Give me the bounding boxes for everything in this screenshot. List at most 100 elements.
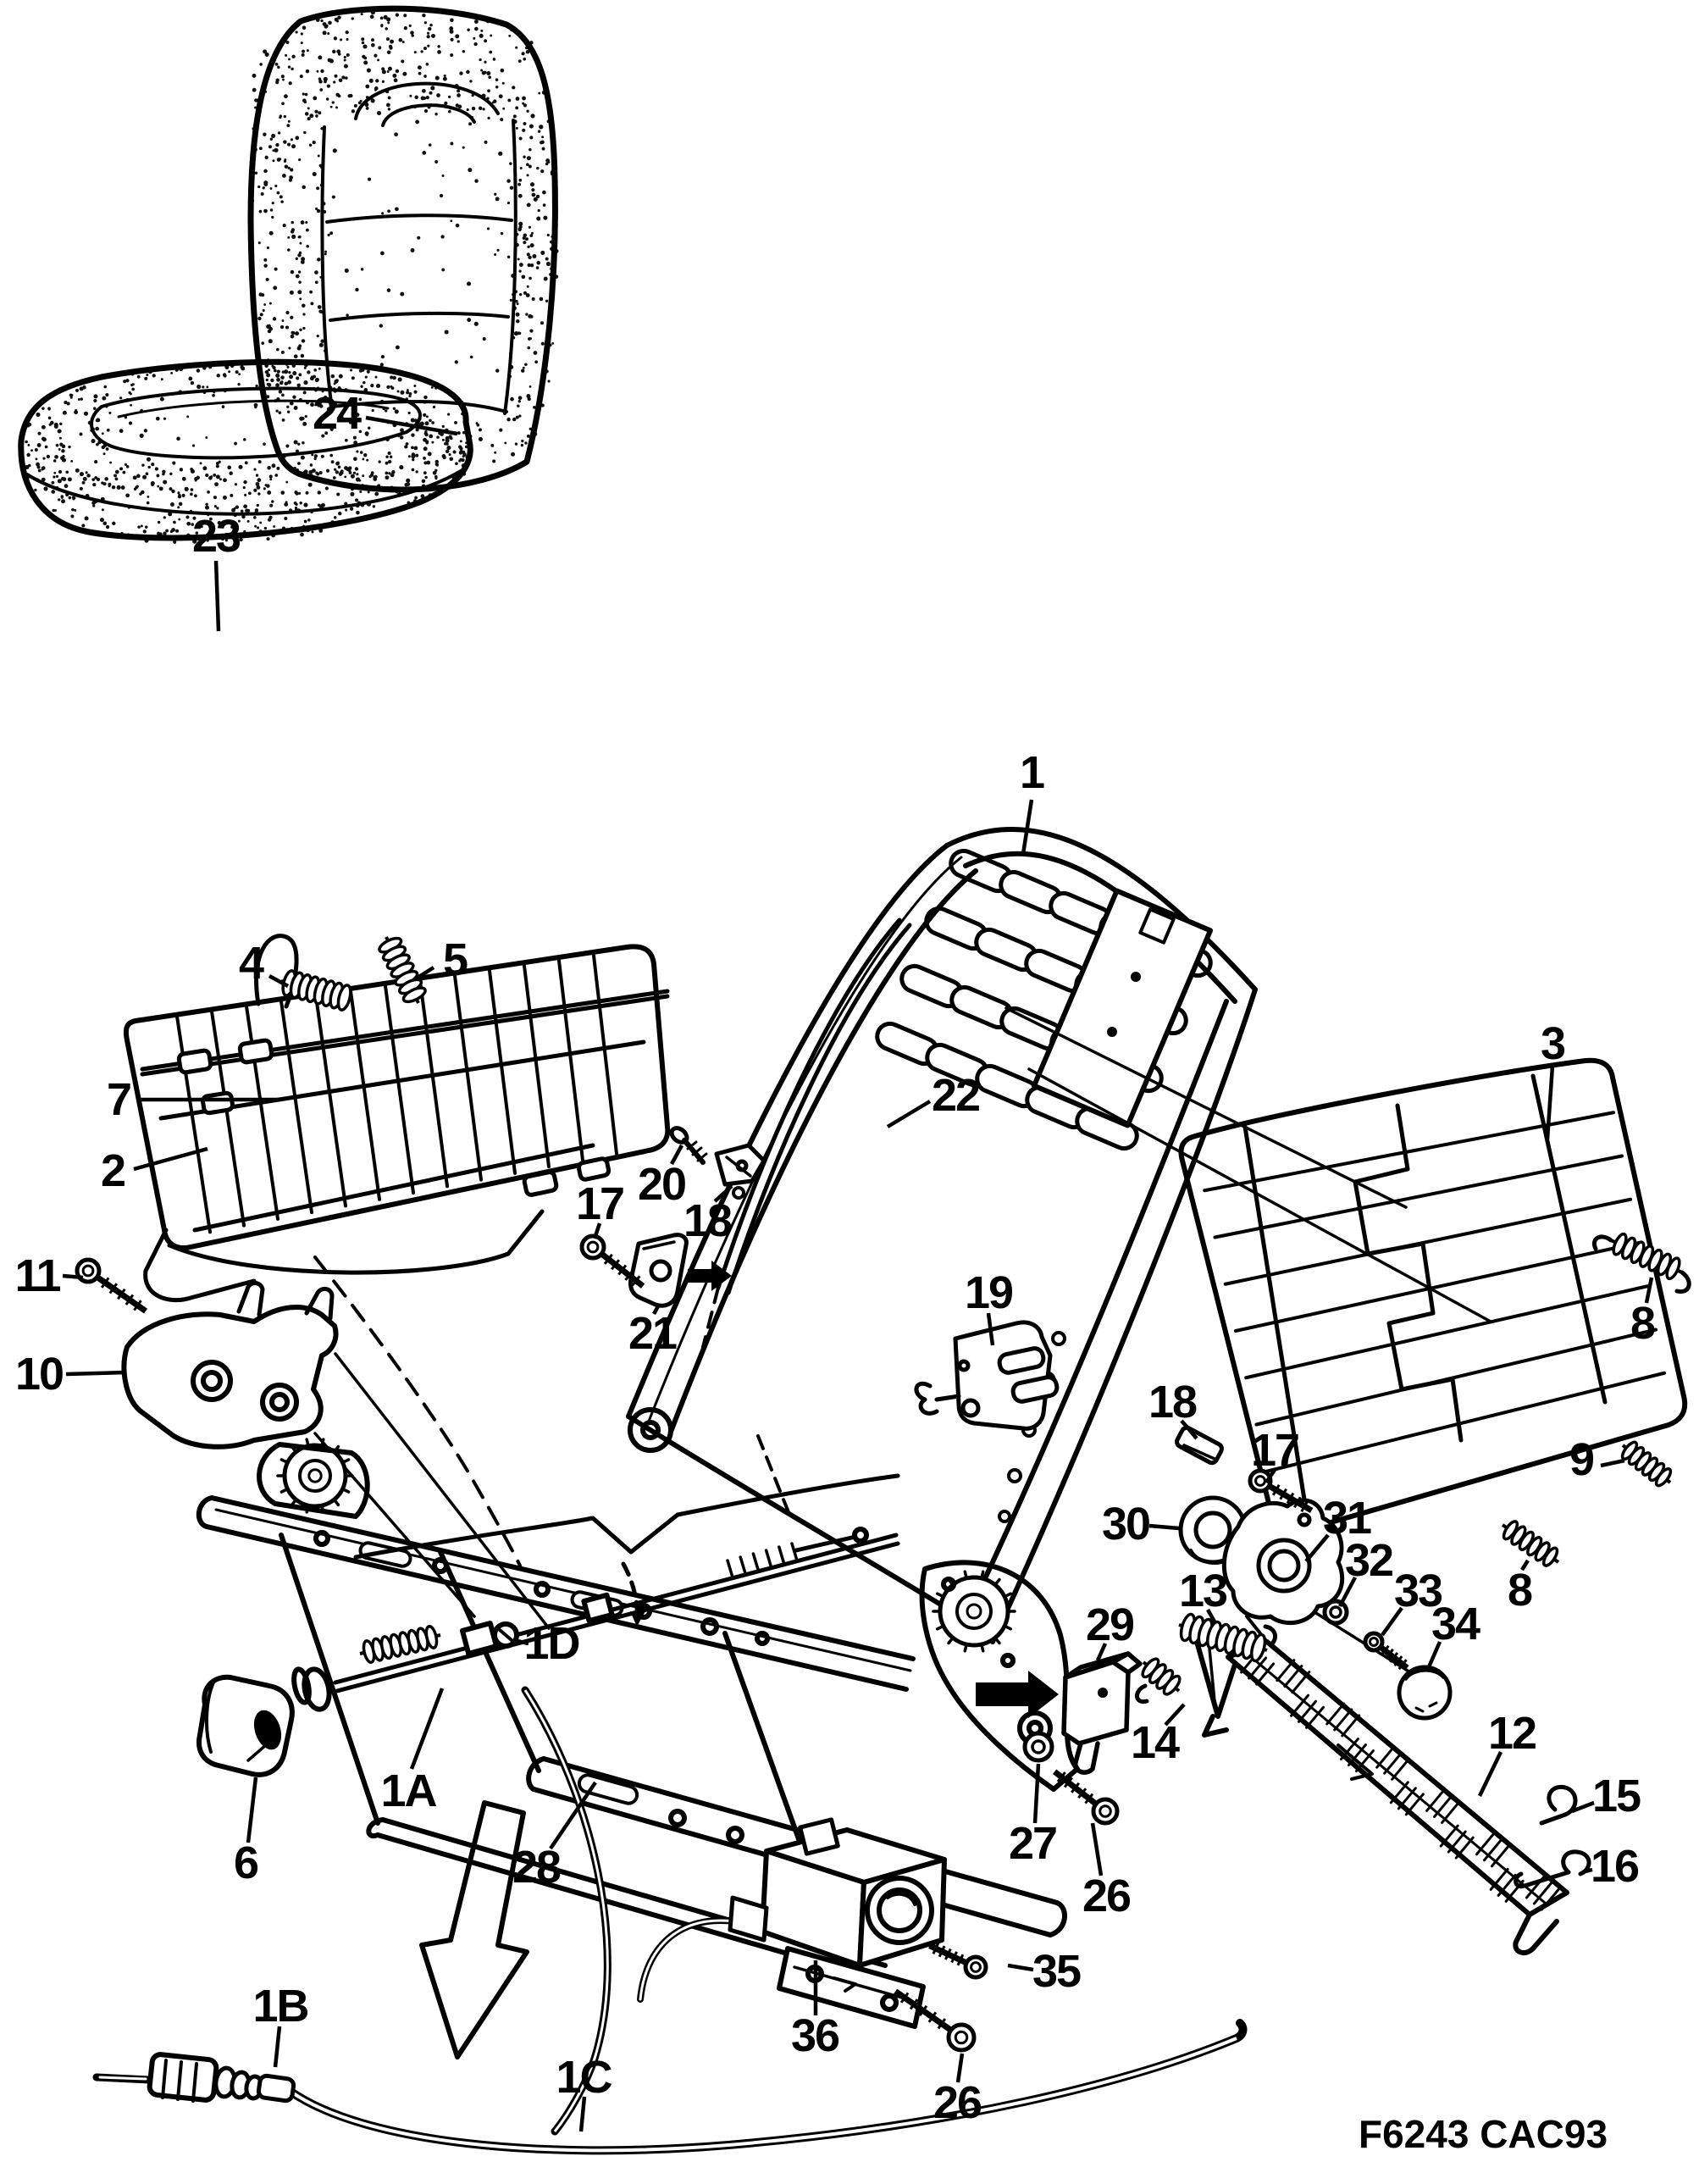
leader-21 xyxy=(652,1303,661,1316)
part-18b-clip xyxy=(1175,1425,1224,1466)
part-6-damper xyxy=(196,1674,295,1777)
callout-label-8a: 8 xyxy=(1630,1298,1656,1349)
callout-label-4: 4 xyxy=(238,938,264,989)
leader-32 xyxy=(1338,1576,1357,1608)
leader-22 xyxy=(886,1100,932,1128)
callout-label-16: 16 xyxy=(1590,1841,1640,1892)
part-23-seat-cushion xyxy=(18,358,473,541)
leader-1 xyxy=(1021,799,1034,855)
callout-label-1B: 1B xyxy=(252,1981,309,2032)
leader-8b xyxy=(1520,1559,1530,1571)
callout-label-32: 32 xyxy=(1344,1535,1394,1586)
part-16-hook xyxy=(1514,1849,1591,1889)
callout-label-2: 2 xyxy=(100,1145,126,1196)
leader-1C xyxy=(578,2096,587,2132)
leader-27 xyxy=(1032,1763,1041,1824)
callout-label-14: 14 xyxy=(1130,1717,1180,1768)
part-15-hook xyxy=(1539,1784,1578,1826)
part-2-spring-mat xyxy=(123,934,671,1303)
callout-label-21: 21 xyxy=(628,1308,678,1359)
callout-label-27: 27 xyxy=(1008,1818,1058,1869)
callout-label-24: 24 xyxy=(312,388,362,439)
leader-33 xyxy=(1381,1606,1403,1637)
callout-label-1A: 1A xyxy=(380,1765,437,1816)
figure-code: F6243 CAC93 xyxy=(1359,2112,1608,2156)
screws-layer xyxy=(75,1233,1409,2053)
leader-17a xyxy=(592,1222,602,1239)
leader-35 xyxy=(1007,1963,1034,1972)
leader-34 xyxy=(1425,1641,1442,1670)
leader-20 xyxy=(670,1144,683,1166)
part-1C-cable xyxy=(285,1686,1248,2155)
leader-19 xyxy=(986,1312,995,1346)
callout-label-18b: 18 xyxy=(1148,1377,1198,1427)
part-1A-rod xyxy=(291,1527,900,1712)
callout-label-11: 11 xyxy=(14,1250,61,1301)
leader-30 xyxy=(1148,1523,1180,1531)
callout-label-17a: 17 xyxy=(575,1178,625,1229)
callout-label-15: 15 xyxy=(1591,1771,1641,1821)
leader-2 xyxy=(133,1146,208,1172)
part-31-bushing xyxy=(1221,1498,1345,1626)
leader-24 xyxy=(365,415,458,436)
callout-label-30: 30 xyxy=(1101,1499,1151,1549)
big-down-arrow xyxy=(419,1800,529,2059)
callout-label-36: 36 xyxy=(790,2010,840,2061)
callout-label-8b: 8 xyxy=(1507,1565,1533,1616)
leader-28 xyxy=(549,1781,597,1850)
callout-label-19: 19 xyxy=(964,1267,1014,1318)
callout-label-5: 5 xyxy=(442,934,468,985)
part-20-pin xyxy=(669,1126,708,1165)
leader-1B xyxy=(273,2026,282,2068)
leader-18b xyxy=(1180,1419,1198,1440)
leader-1A xyxy=(409,1688,445,1770)
callout-label-26a: 26 xyxy=(1082,1871,1132,1921)
callout-label-6: 6 xyxy=(233,1838,259,1888)
coil-springs-layer xyxy=(280,936,1683,1696)
leader-10 xyxy=(65,1370,126,1377)
callout-label-12: 12 xyxy=(1487,1708,1537,1759)
leader-31 xyxy=(1304,1533,1330,1563)
leader-26b xyxy=(955,2053,965,2083)
leader-6 xyxy=(246,1777,258,1843)
callout-label-7: 7 xyxy=(106,1074,132,1125)
callout-label-18a: 18 xyxy=(683,1195,733,1246)
leader-15 xyxy=(1571,1800,1595,1814)
leader-18a xyxy=(713,1184,733,1203)
leader-13 xyxy=(1206,1608,1217,1625)
direction-arrows xyxy=(419,1261,1059,2059)
leader-9 xyxy=(1600,1458,1625,1468)
leader-29 xyxy=(1095,1643,1108,1661)
callout-label-9: 9 xyxy=(1569,1434,1595,1485)
callout-label-23: 23 xyxy=(191,511,241,562)
leader-23 xyxy=(213,560,221,632)
leader-17b xyxy=(1265,1468,1276,1484)
part-18a-clip xyxy=(714,1143,766,1187)
callout-label-13: 13 xyxy=(1178,1566,1228,1616)
leader-11 xyxy=(62,1273,84,1280)
callout-label-29: 29 xyxy=(1085,1599,1135,1650)
part-1-backrest-frame xyxy=(626,827,1258,1644)
leader-8a xyxy=(1644,1277,1654,1304)
callout-label-10: 10 xyxy=(14,1349,64,1400)
part-24-backrest-cushion xyxy=(247,5,558,493)
leader-26a xyxy=(1090,1822,1104,1876)
callout-label-20: 20 xyxy=(637,1159,687,1210)
leader-14 xyxy=(1164,1703,1186,1727)
right-arrow-29 xyxy=(976,1671,1059,1718)
part-12-trim-rail xyxy=(1226,1615,1569,1956)
leader-16 xyxy=(1581,1867,1593,1875)
callout-label-1: 1 xyxy=(1019,747,1045,798)
part-34-cap xyxy=(1397,1665,1453,1721)
callout-label-31: 31 xyxy=(1322,1493,1372,1544)
callout-label-34: 34 xyxy=(1431,1599,1480,1649)
right-arrow-21 xyxy=(688,1261,732,1291)
callout-label-1D: 1D xyxy=(523,1618,580,1669)
leader-3 xyxy=(1545,1065,1555,1140)
part-1D-screw xyxy=(492,1621,519,1649)
callout-label-28: 28 xyxy=(512,1842,562,1893)
